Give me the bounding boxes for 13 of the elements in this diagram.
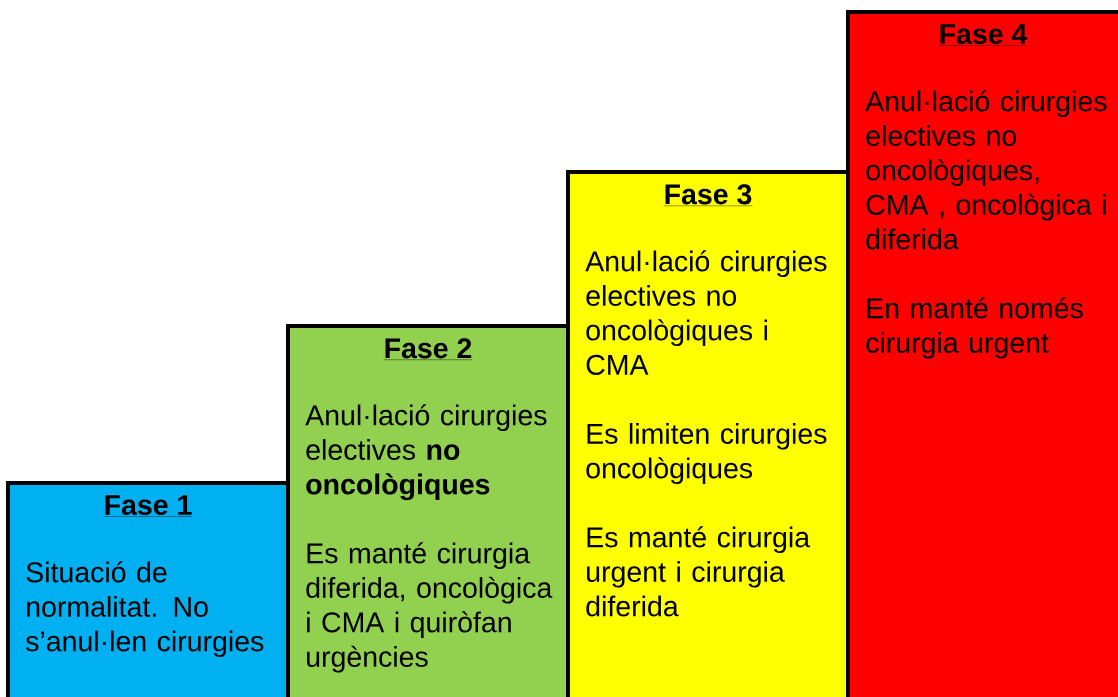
- body-text: Anul·lació cirurgies electives no oncològiques i CMA: [585, 250, 827, 375]
- body-text: Es manté cirurgia urgent i cirurgia diferida: [586, 526, 811, 617]
- body-text: Anul·lació cirurgies electives no oncològiques: [305, 404, 547, 501]
- heading: Fase 4: [938, 24, 1028, 46]
- heading: Fase 1: [103, 495, 193, 517]
- heading: Fase 2: [383, 338, 473, 360]
- body-text: Anul·lació cirurgies electives no oncològiques, CMA , oncològica i diferida: [865, 90, 1107, 250]
- body-text: Situació de normalitat. No s’anul·len cirurgies: [26, 561, 264, 658]
- body-text: Es limiten cirurgies oncològiques: [586, 423, 827, 485]
- phase-column: [846, 10, 1118, 697]
- body-text: Es manté cirurgia diferida, oncològica i CMA i quiròfan urgències: [306, 542, 553, 673]
- heading: Fase 3: [663, 184, 753, 206]
- body-text: En manté només cirurgia urgent: [866, 297, 1083, 359]
